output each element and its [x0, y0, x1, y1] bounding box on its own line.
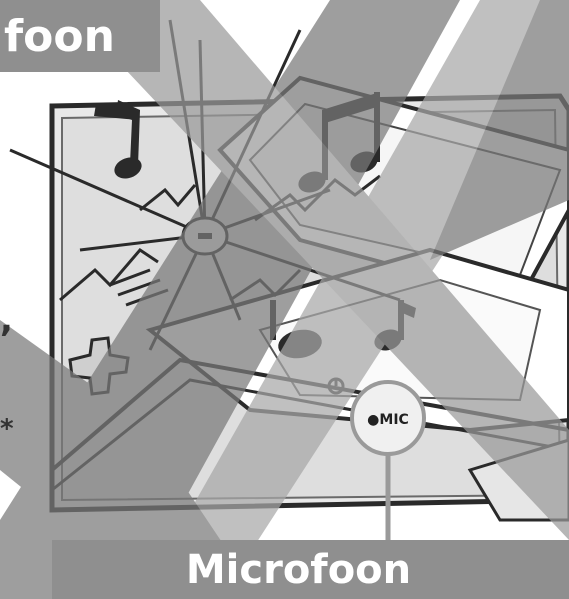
side-fragment-comma: , [0, 300, 13, 340]
header-banner: foon [0, 0, 160, 72]
callout-banner: Microfoon [52, 540, 569, 599]
header-label: foon [4, 11, 115, 62]
callout-label: Microfoon [186, 547, 411, 593]
mic-marking: ●MIC [367, 412, 409, 428]
side-fragment-asterisk: * [0, 414, 14, 444]
